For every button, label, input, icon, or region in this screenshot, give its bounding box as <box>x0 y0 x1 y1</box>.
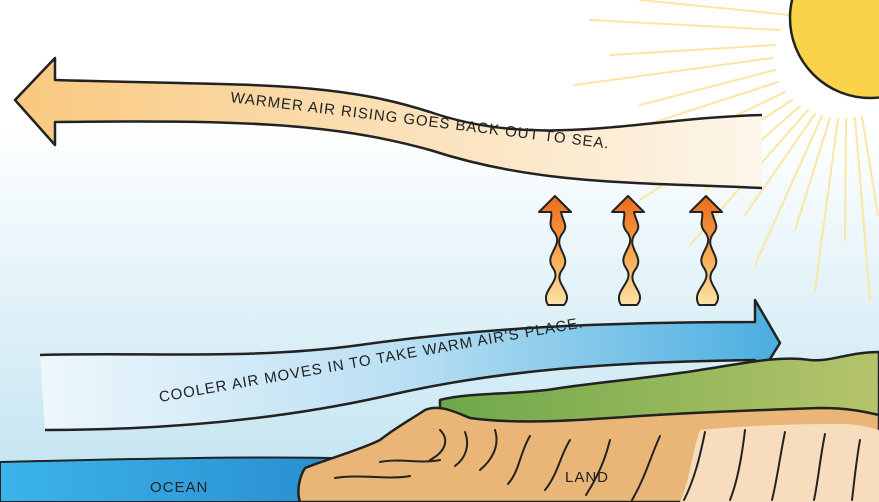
ocean-label: OCEAN <box>150 479 208 496</box>
land-label: LAND <box>565 469 609 486</box>
